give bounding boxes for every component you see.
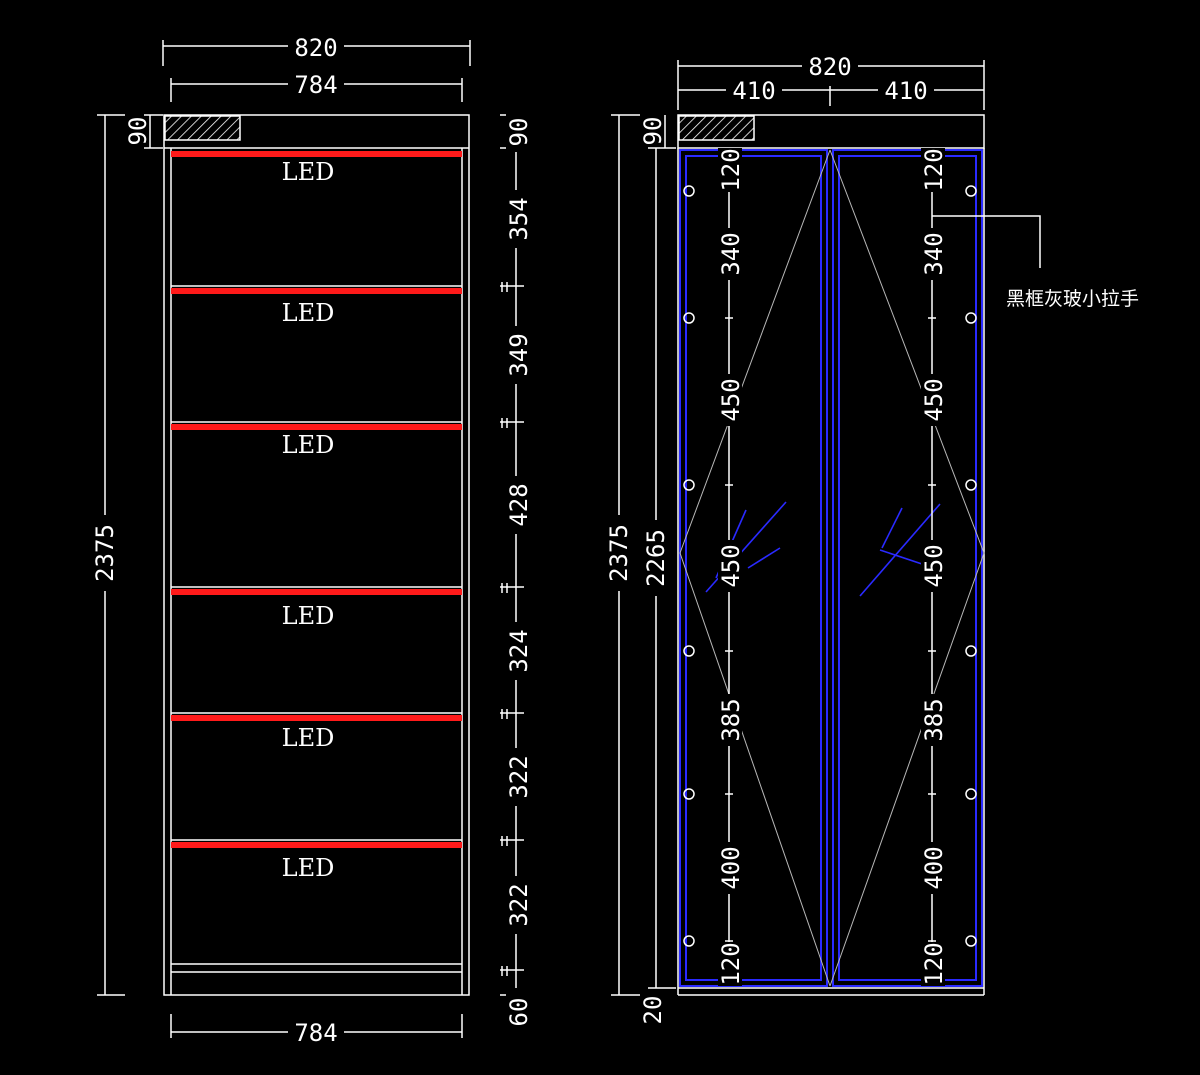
overall-width-label: 820 bbox=[294, 34, 337, 62]
top-hatched-block bbox=[164, 115, 241, 141]
shelf-3 bbox=[171, 421, 462, 430]
led-strip bbox=[171, 589, 462, 595]
bottom-width-label: 784 bbox=[294, 1019, 337, 1047]
led-strip bbox=[171, 151, 462, 157]
led-label: LED bbox=[282, 431, 335, 459]
led-strip bbox=[171, 842, 462, 848]
hinge-spacing-label: 120 bbox=[920, 942, 948, 985]
hinge-spacing-label: 385 bbox=[920, 698, 948, 741]
door-swing-lines bbox=[679, 149, 985, 987]
shelf-spacing-label: 322 bbox=[505, 883, 533, 926]
hinge-spacing-label: 450 bbox=[717, 544, 745, 587]
shelf-1 bbox=[171, 151, 462, 157]
shelf-5 bbox=[171, 712, 462, 721]
led-label: LED bbox=[282, 158, 335, 186]
hinge-spacing-label: 400 bbox=[920, 846, 948, 889]
right-door bbox=[832, 149, 983, 987]
shelf-spacing-label: 324 bbox=[505, 629, 533, 672]
shelf-spacing-label: 322 bbox=[505, 755, 533, 798]
hinge-spacing-label: 450 bbox=[920, 378, 948, 421]
hinge-spacing-label: 450 bbox=[717, 378, 745, 421]
left-door-width-label: 410 bbox=[732, 77, 775, 105]
hinge-spacing-label: 120 bbox=[920, 148, 948, 191]
hinge-spacing-label: 340 bbox=[717, 232, 745, 275]
right-door-width-label: 410 bbox=[884, 77, 927, 105]
door-height-label: 2265 bbox=[642, 529, 670, 587]
door-top-hatched-block bbox=[678, 115, 755, 141]
hinge-spacing-label: 120 bbox=[717, 942, 745, 985]
left-view: 820 784 2375 90 bbox=[90, 34, 533, 1047]
dim-door-widths bbox=[678, 86, 984, 106]
overall-height-label: 2375 bbox=[91, 524, 119, 582]
shelf-4 bbox=[171, 586, 462, 595]
right-view: 820 410 410 2375 2265 90 bbox=[604, 53, 1139, 1024]
door-overall-width-label: 820 bbox=[808, 53, 851, 81]
shelf-spacing-label: 90 bbox=[505, 118, 533, 147]
led-strip bbox=[171, 715, 462, 721]
hinge-spacing-label: 385 bbox=[717, 698, 745, 741]
led-label: LED bbox=[282, 854, 335, 882]
led-strip bbox=[171, 424, 462, 430]
shelf-spacing-label: 428 bbox=[505, 483, 533, 526]
dim-top-block bbox=[144, 114, 163, 149]
shelf-spacing-label: 60 bbox=[505, 998, 533, 1027]
shelf-dimension-chain bbox=[500, 114, 524, 996]
led-label: LED bbox=[282, 602, 335, 630]
door-bottom-gap-label: 20 bbox=[639, 996, 667, 1025]
door-overall-height-label: 2375 bbox=[605, 524, 633, 582]
shelf-spacing-label: 354 bbox=[505, 197, 533, 240]
led-label: LED bbox=[282, 299, 335, 327]
door-top-block-label: 90 bbox=[639, 117, 667, 146]
handle-note: 黑框灰玻小拉手 bbox=[1006, 288, 1139, 310]
led-label: LED bbox=[282, 724, 335, 752]
shelf-spacing-label: 349 bbox=[505, 333, 533, 376]
shelf-2 bbox=[171, 285, 462, 294]
hinge-circles bbox=[683, 185, 977, 947]
hinge-spacing-label: 120 bbox=[717, 148, 745, 191]
hinge-spacing-label: 400 bbox=[717, 846, 745, 889]
hinge-spacing-label: 450 bbox=[920, 544, 948, 587]
shelf-6 bbox=[171, 839, 462, 848]
top-block-label: 90 bbox=[124, 117, 152, 146]
inner-width-label: 784 bbox=[294, 71, 337, 99]
left-door bbox=[679, 149, 828, 987]
handle-note-leader bbox=[932, 215, 1041, 268]
led-strip bbox=[171, 288, 462, 294]
hinge-spacing-label: 340 bbox=[920, 232, 948, 275]
